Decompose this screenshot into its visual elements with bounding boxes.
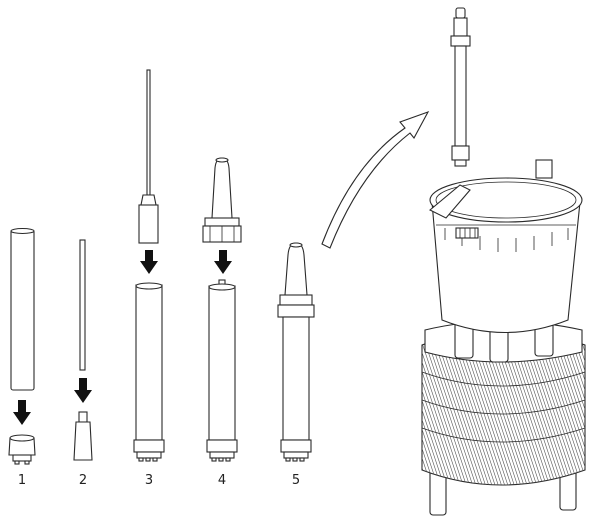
step-label-4: 4	[218, 473, 226, 488]
step-1-cap	[8, 434, 36, 465]
step-1-assembly	[8, 227, 36, 465]
step-4-arrow	[214, 250, 232, 274]
basket-socket	[429, 184, 471, 219]
step-2-assembly	[73, 239, 93, 461]
step-label-2: 2	[79, 473, 87, 488]
step-2-arrow	[74, 378, 92, 403]
step-3-assembly	[133, 69, 165, 462]
step-label-5: 5	[292, 473, 300, 488]
step-3-tube	[135, 284, 163, 441]
step-3-wire	[146, 69, 151, 196]
step-3-arrow	[140, 250, 158, 274]
basket-ribs	[444, 228, 569, 252]
insert-arrow	[321, 111, 430, 249]
filter-unit	[421, 159, 586, 516]
step-label-3: 3	[145, 473, 153, 488]
step-4-tube	[208, 285, 236, 441]
step-4-assembly	[202, 157, 242, 462]
basket-handle	[535, 159, 553, 179]
step-5-assembly	[277, 242, 315, 462]
step-label-1: 1	[18, 473, 26, 488]
step-3-sleeve	[138, 204, 159, 244]
step-1-tube	[10, 229, 35, 391]
step-2-connector	[73, 411, 93, 461]
step-1-arrow	[13, 400, 31, 425]
removed-assembly	[450, 7, 471, 167]
step-4-nozzle	[211, 157, 233, 219]
step-labels: 1 2 3 4 5	[18, 473, 300, 488]
step-2-rod	[79, 239, 86, 371]
